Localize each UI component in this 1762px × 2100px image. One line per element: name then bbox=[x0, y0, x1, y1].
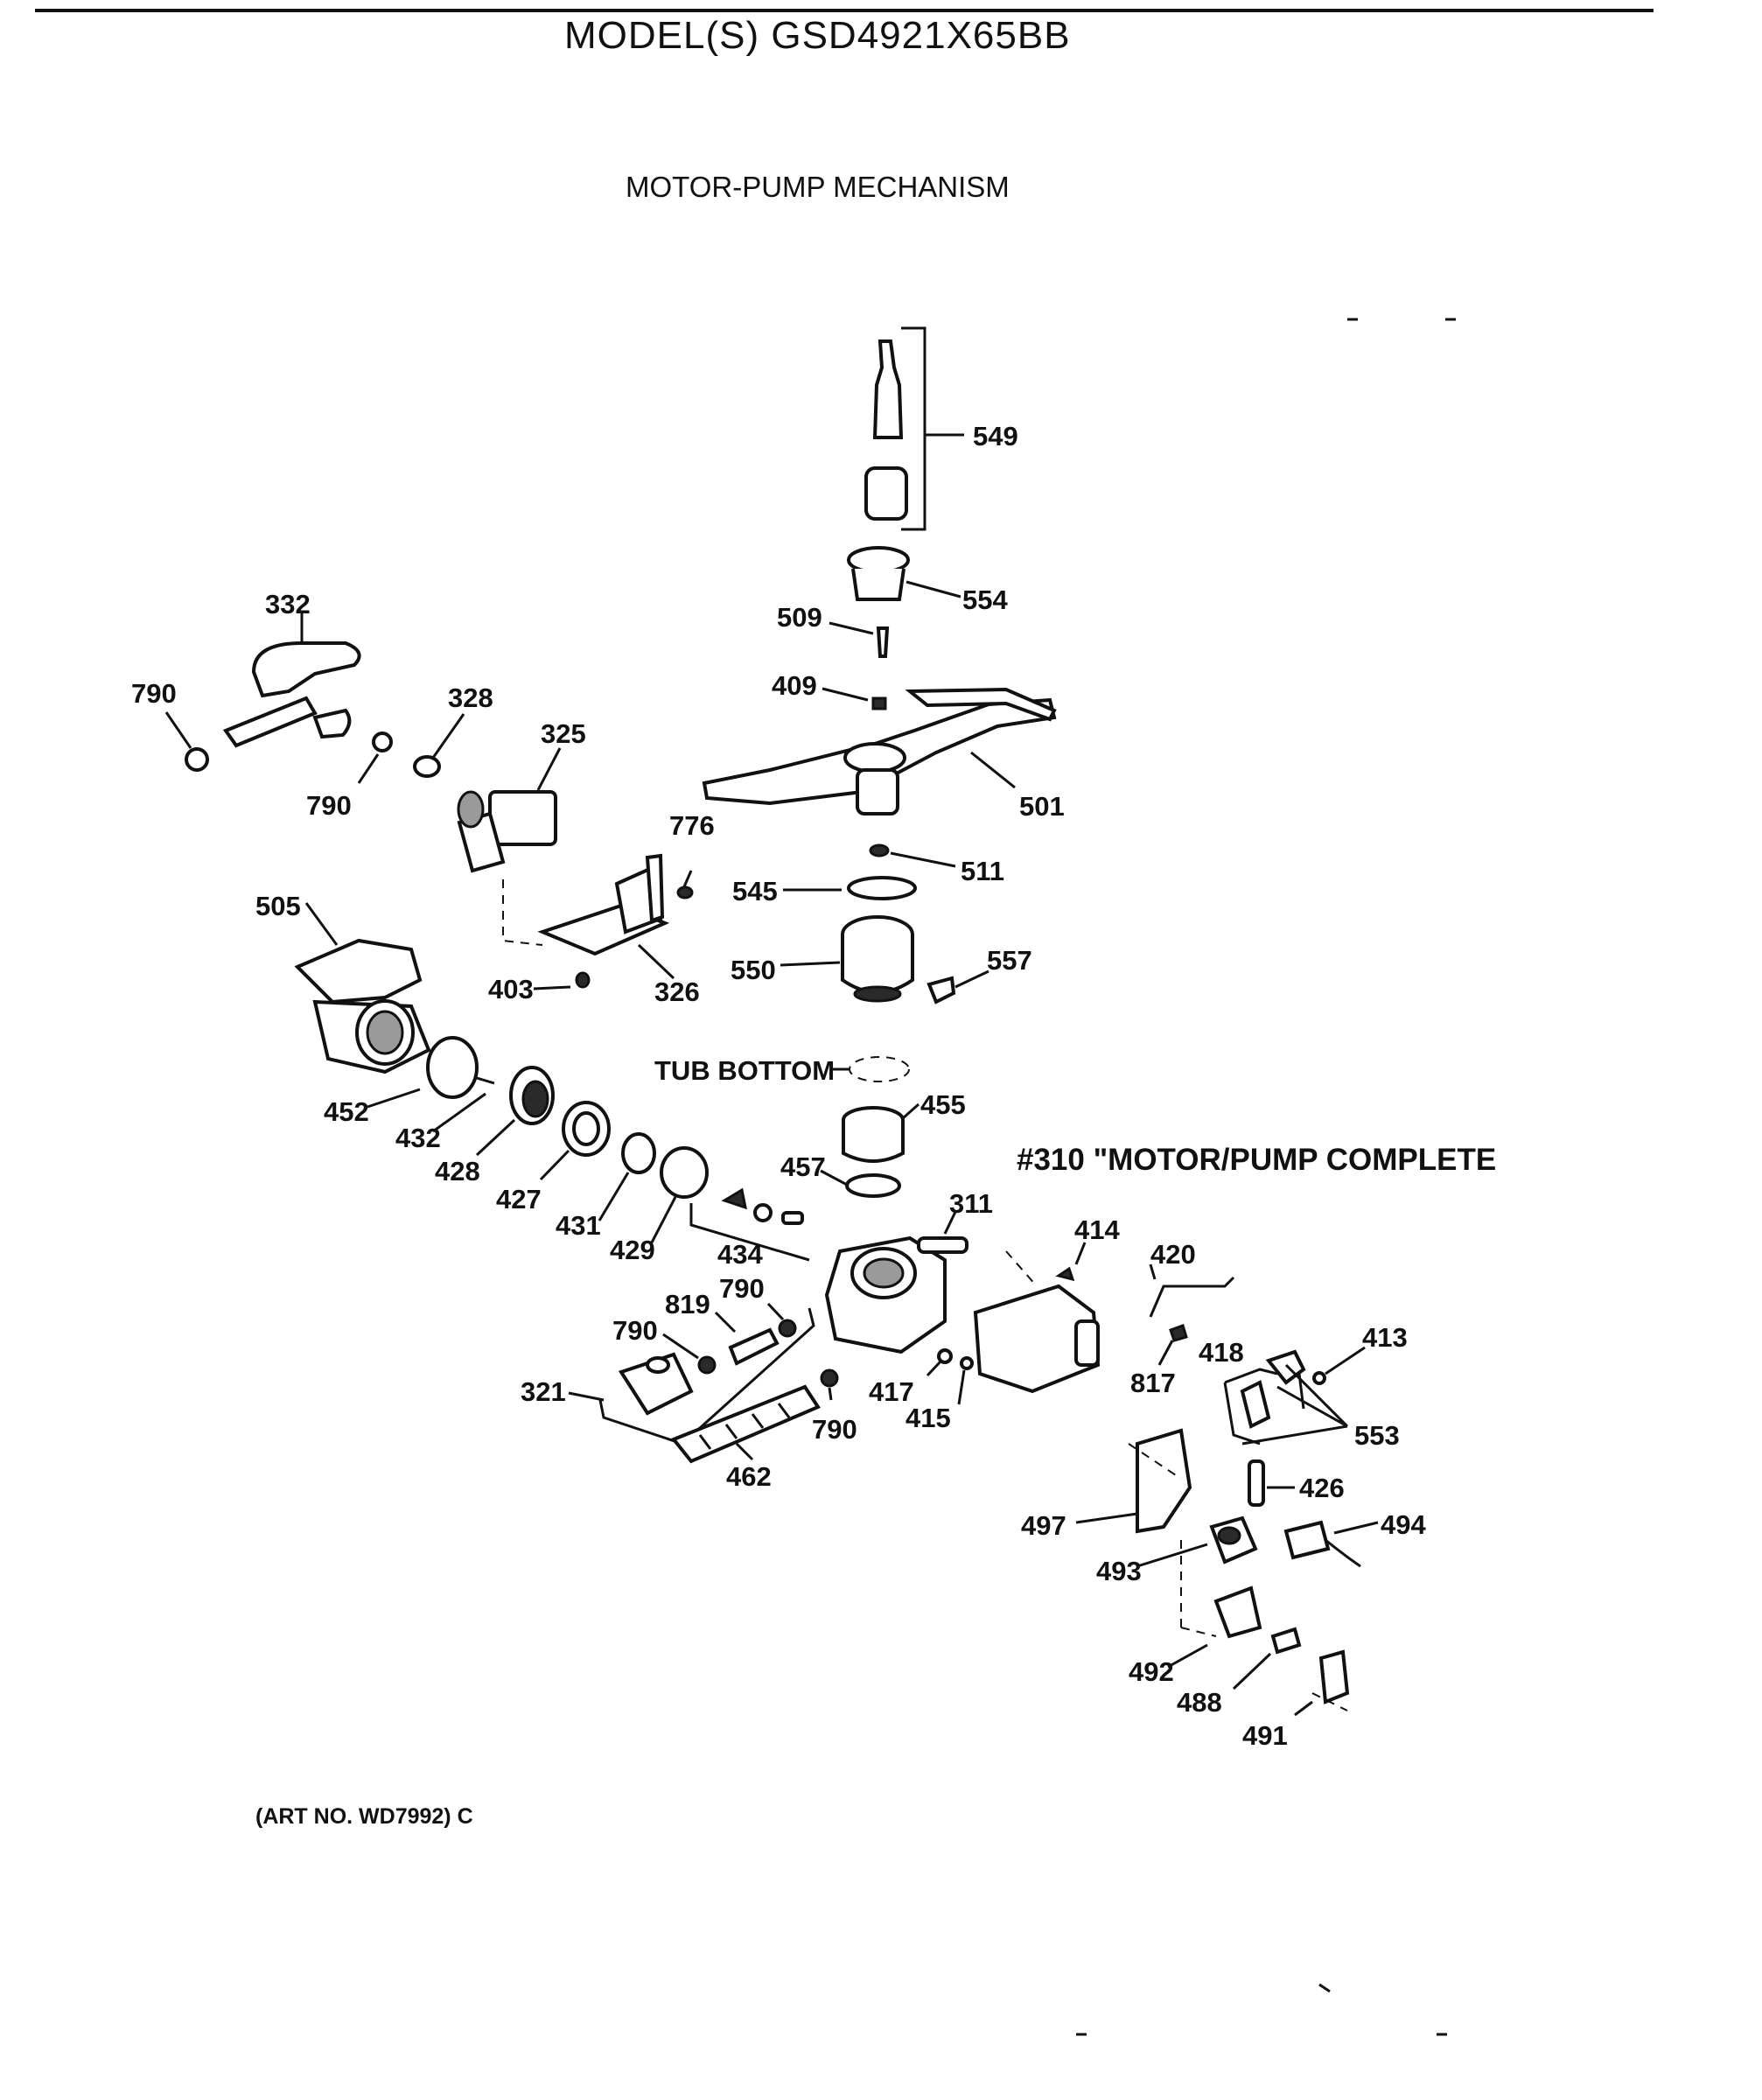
callout-501: 501 bbox=[1019, 791, 1065, 822]
callout-493: 493 bbox=[1096, 1556, 1142, 1586]
callout-415: 415 bbox=[905, 1403, 951, 1433]
callout-511: 511 bbox=[961, 856, 1005, 886]
callout-414: 414 bbox=[1074, 1214, 1120, 1245]
drain-fitting-part bbox=[618, 1352, 694, 1416]
impeller-part bbox=[509, 1066, 555, 1125]
callout-452: 452 bbox=[324, 1096, 369, 1127]
callout-488: 488 bbox=[1177, 1687, 1222, 1718]
drain-hose-part bbox=[222, 641, 361, 748]
callout-553: 553 bbox=[1354, 1420, 1400, 1451]
callout-326: 326 bbox=[654, 976, 700, 1007]
top-rule bbox=[35, 9, 1654, 12]
spray-stem-part bbox=[864, 340, 908, 521]
callout-332: 332 bbox=[265, 589, 311, 620]
callout-790-spring-c: 790 bbox=[812, 1414, 857, 1445]
callout-428: 428 bbox=[435, 1156, 480, 1186]
callout-505: 505 bbox=[255, 891, 301, 921]
callout-557: 557 bbox=[987, 945, 1032, 976]
section-title: MOTOR-PUMP MECHANISM bbox=[626, 171, 1010, 203]
callout-417: 417 bbox=[869, 1376, 914, 1407]
callout-554: 554 bbox=[962, 584, 1008, 615]
callout-409: 409 bbox=[772, 670, 817, 701]
spray-arm-part bbox=[702, 687, 1057, 816]
callout-817: 817 bbox=[1130, 1368, 1176, 1398]
callout-426: 426 bbox=[1299, 1473, 1345, 1503]
callout-790-hose: 790 bbox=[131, 678, 177, 709]
callout-325: 325 bbox=[541, 718, 586, 749]
pump-cover-part bbox=[841, 915, 914, 1003]
drain-valve-part bbox=[457, 790, 557, 873]
worm-screw-part bbox=[670, 1384, 821, 1464]
callout-457: 457 bbox=[780, 1152, 826, 1182]
callout-492: 492 bbox=[1129, 1656, 1174, 1687]
switch-bracket-part bbox=[1136, 1428, 1192, 1534]
tub-bottom-label: TUB BOTTOM bbox=[654, 1055, 836, 1086]
callout-427: 427 bbox=[496, 1184, 542, 1214]
callout-418: 418 bbox=[1199, 1337, 1244, 1368]
callout-431: 431 bbox=[556, 1210, 601, 1241]
art-number: (ART NO. WD7992) C bbox=[255, 1804, 473, 1829]
callout-790-clamp: 790 bbox=[306, 790, 352, 821]
callout-790-spring-b: 790 bbox=[612, 1315, 658, 1346]
callout-491: 491 bbox=[1242, 1720, 1288, 1751]
model-number: MODEL(S) GSD4921X65BB bbox=[564, 14, 1071, 57]
callout-328: 328 bbox=[448, 682, 493, 713]
callout-455: 455 bbox=[920, 1089, 966, 1120]
callout-497: 497 bbox=[1021, 1510, 1066, 1541]
callout-403: 403 bbox=[488, 974, 534, 1004]
callout-819: 819 bbox=[665, 1289, 710, 1320]
callout-550: 550 bbox=[731, 955, 776, 985]
callout-321: 321 bbox=[521, 1376, 566, 1407]
callout-429: 429 bbox=[610, 1235, 655, 1265]
bearing-part bbox=[847, 546, 961, 601]
callout-549: 549 bbox=[973, 421, 1018, 452]
callout-462: 462 bbox=[726, 1461, 772, 1492]
callout-494: 494 bbox=[1381, 1509, 1426, 1540]
callout-413: 413 bbox=[1362, 1322, 1408, 1353]
solenoid-bracket-part bbox=[1240, 1349, 1306, 1429]
motor-pump-complete-note: #310 "MOTOR/PUMP COMPLETE bbox=[1017, 1143, 1497, 1177]
callout-434: 434 bbox=[717, 1239, 763, 1270]
motor-part bbox=[973, 1250, 1101, 1394]
callout-776: 776 bbox=[669, 810, 715, 841]
callout-420: 420 bbox=[1150, 1239, 1196, 1270]
solenoid-part bbox=[1209, 1516, 1258, 1564]
callout-545: 545 bbox=[732, 876, 778, 906]
pump-housing-part bbox=[824, 1236, 968, 1354]
callout-311: 311 bbox=[949, 1188, 994, 1219]
mounting-bracket-part bbox=[537, 853, 670, 956]
callout-790-spring-a: 790 bbox=[719, 1273, 765, 1304]
callout-509: 509 bbox=[777, 602, 822, 633]
gasket-part bbox=[842, 1106, 905, 1198]
sump-housing-part bbox=[294, 938, 431, 1074]
wire-connector-part bbox=[1283, 1520, 1361, 1568]
callout-432: 432 bbox=[395, 1123, 441, 1153]
